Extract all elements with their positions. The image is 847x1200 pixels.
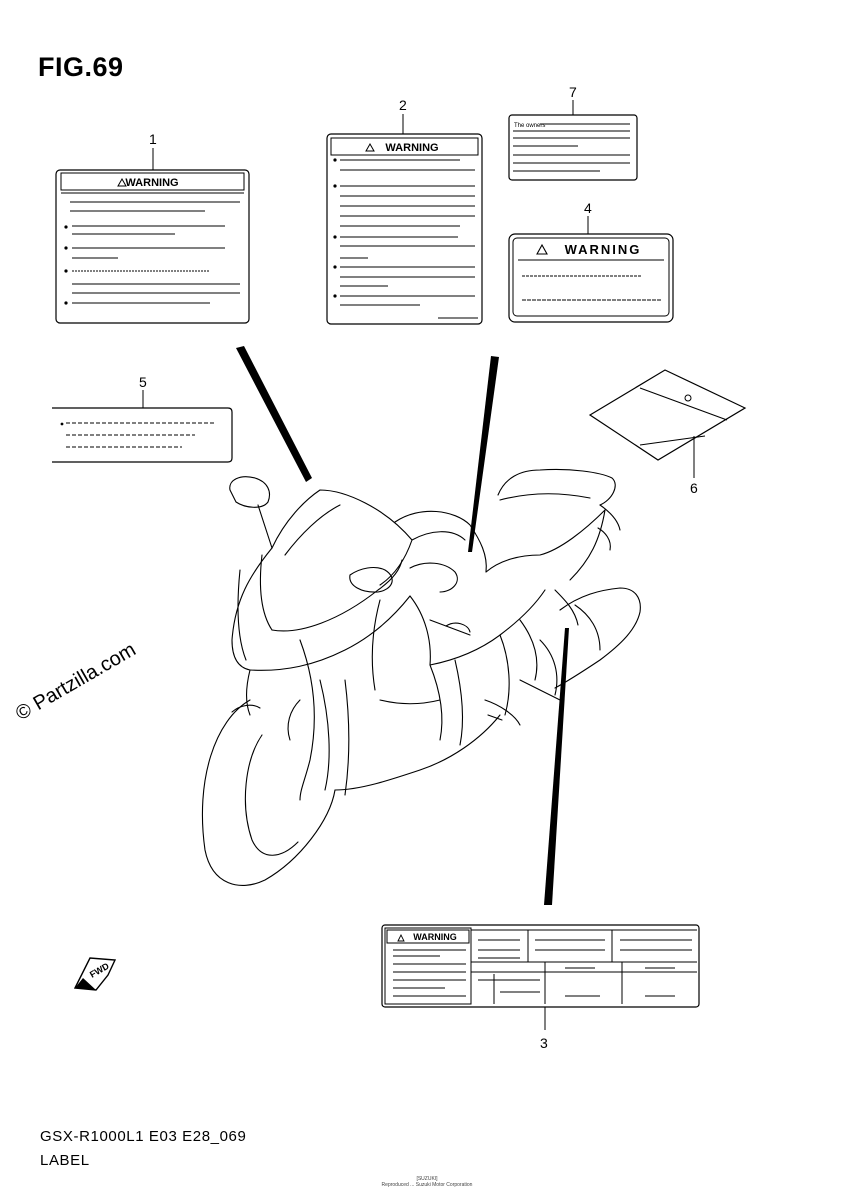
warning-triangle-icon — [536, 243, 548, 255]
warning-triangle-icon — [397, 933, 405, 942]
model-code: GSX-R1000L1 E03 E28_069 — [40, 1128, 247, 1145]
warning-triangle-icon — [117, 177, 127, 187]
callout-1: 1 — [149, 131, 157, 147]
callout-7: 7 — [569, 84, 577, 100]
section-name: LABEL — [40, 1152, 90, 1169]
label-2-warning-sticker[interactable]: WARNING — [326, 114, 483, 325]
pointer-wedge-label-2 — [468, 356, 499, 552]
callout-3: 3 — [540, 1035, 548, 1051]
callout-2: 2 — [399, 97, 407, 113]
fwd-arrow-icon: FWD — [73, 957, 117, 991]
callout-5: 5 — [139, 374, 147, 390]
label-2-warning-text: WARNING — [385, 142, 438, 154]
motorcycle-illustration — [201, 468, 641, 886]
footer-line-2: Reproduced ... Suzuki Motor Corporation — [381, 1182, 473, 1188]
label-1-warning-sticker[interactable]: WARNING — [55, 148, 250, 324]
callout-6: 6 — [690, 480, 698, 496]
label-4-warning-sticker[interactable]: WARNING — [508, 216, 674, 323]
figure-title: FIG.69 — [38, 52, 124, 82]
label-7-owner-sticker[interactable]: The owners — [508, 100, 638, 181]
label-1-warning-text: WARNING — [125, 177, 178, 189]
warning-triangle-icon — [365, 142, 375, 152]
footer-copyright: [SUZUKI] Reproduced ... Suzuki Motor Cor… — [367, 1176, 487, 1188]
callout-4: 4 — [584, 200, 592, 216]
label-5-sticker[interactable] — [52, 390, 233, 463]
label-3-warning-sticker[interactable]: WARNING — [381, 924, 700, 1030]
footer-line-1: [SUZUKI] — [416, 1176, 438, 1182]
label-7-header-text: The owners — [514, 123, 545, 129]
label-6-sheet[interactable] — [588, 369, 747, 478]
label-4-warning-text: WARNING — [565, 242, 642, 257]
pointer-wedge-label-1 — [236, 346, 312, 482]
pointer-wedge-label-3 — [544, 628, 569, 905]
label-3-warning-text: WARNING — [413, 932, 457, 942]
